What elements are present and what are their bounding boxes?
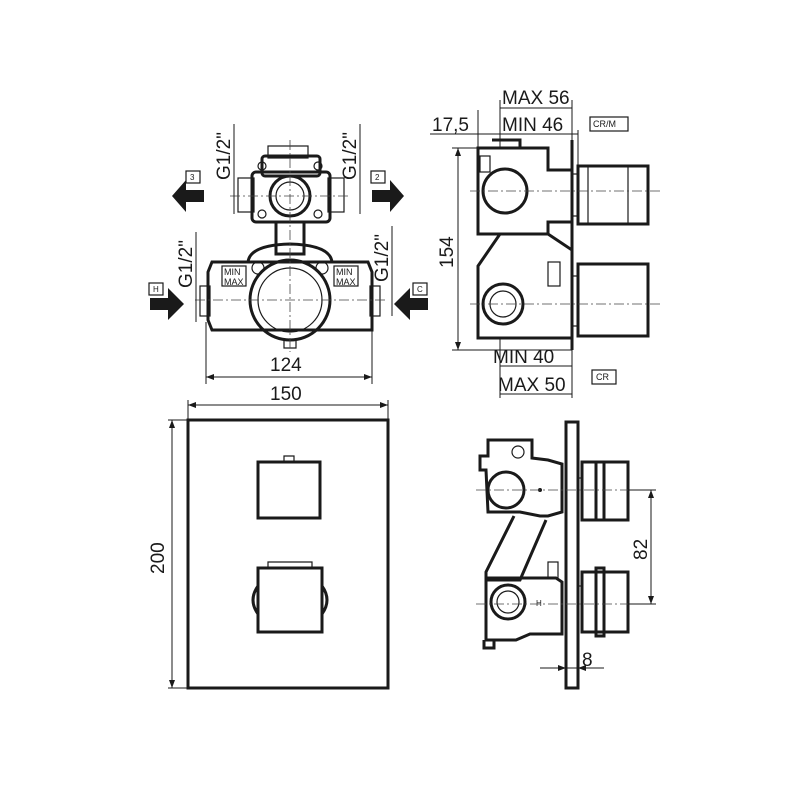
svg-text:H: H <box>536 599 542 608</box>
diverter-handle <box>256 460 322 520</box>
thread-bottom-left-label: G1/2" <box>176 240 197 288</box>
max-mark-right: MAX <box>336 277 356 287</box>
tag-crm: CR/M <box>593 119 616 129</box>
max-50-dimension: MAX 50 <box>498 375 566 396</box>
min-40-dimension: MIN 40 <box>493 347 554 368</box>
front-view: 150 200 <box>148 384 390 690</box>
height-154-dimension: 154 <box>437 236 458 268</box>
inlet-cold-arrow: C <box>394 282 428 320</box>
width-150-dimension: 150 <box>270 384 302 405</box>
thread-top-right-label: G1/2" <box>340 132 361 180</box>
thread-bottom-right-label: G1/2" <box>372 234 393 282</box>
side-view-bottom: H 82 8 <box>476 420 656 690</box>
min-mark-left: MIN <box>224 267 241 277</box>
width-124-dimension: 124 <box>270 355 302 376</box>
inlet-hot-label: H <box>153 285 159 294</box>
plate-8-dimension: 8 <box>582 650 593 671</box>
max-mark-left: MAX <box>224 277 244 287</box>
outlet-3-label: 3 <box>190 173 195 182</box>
outlet-3-arrow: 3 <box>172 170 204 212</box>
thread-top-left-label: G1/2" <box>214 132 235 180</box>
inlet-cold-label: C <box>417 285 423 294</box>
min-mark-right: MIN <box>336 267 353 277</box>
mixer-body: MIN MAX MIN MAX <box>199 242 381 349</box>
outlet-2-arrow: 2 <box>370 170 404 212</box>
wall-plate <box>564 420 580 690</box>
max-56-dimension: MAX 56 <box>502 88 570 109</box>
tag-cr: CR <box>596 372 609 382</box>
diverter-block <box>237 145 345 256</box>
side-view-top: 154 MAX 56 MIN 46 17,5 CR/M MIN 40 MAX 5… <box>430 88 660 398</box>
inlet-hot-arrow: H <box>148 282 184 320</box>
cover-plate <box>186 418 390 690</box>
mixer-handle <box>256 566 324 634</box>
height-200-dimension: 200 <box>148 542 169 574</box>
top-view: MIN MAX MIN MAX G1/2" G1/2" G1/2" G1/2" … <box>148 124 428 384</box>
offset-17-5-dimension: 17,5 <box>432 115 469 136</box>
min-46-dimension: MIN 46 <box>502 115 563 136</box>
spacing-82-dimension: 82 <box>631 539 652 560</box>
outlet-2-label: 2 <box>375 173 380 182</box>
